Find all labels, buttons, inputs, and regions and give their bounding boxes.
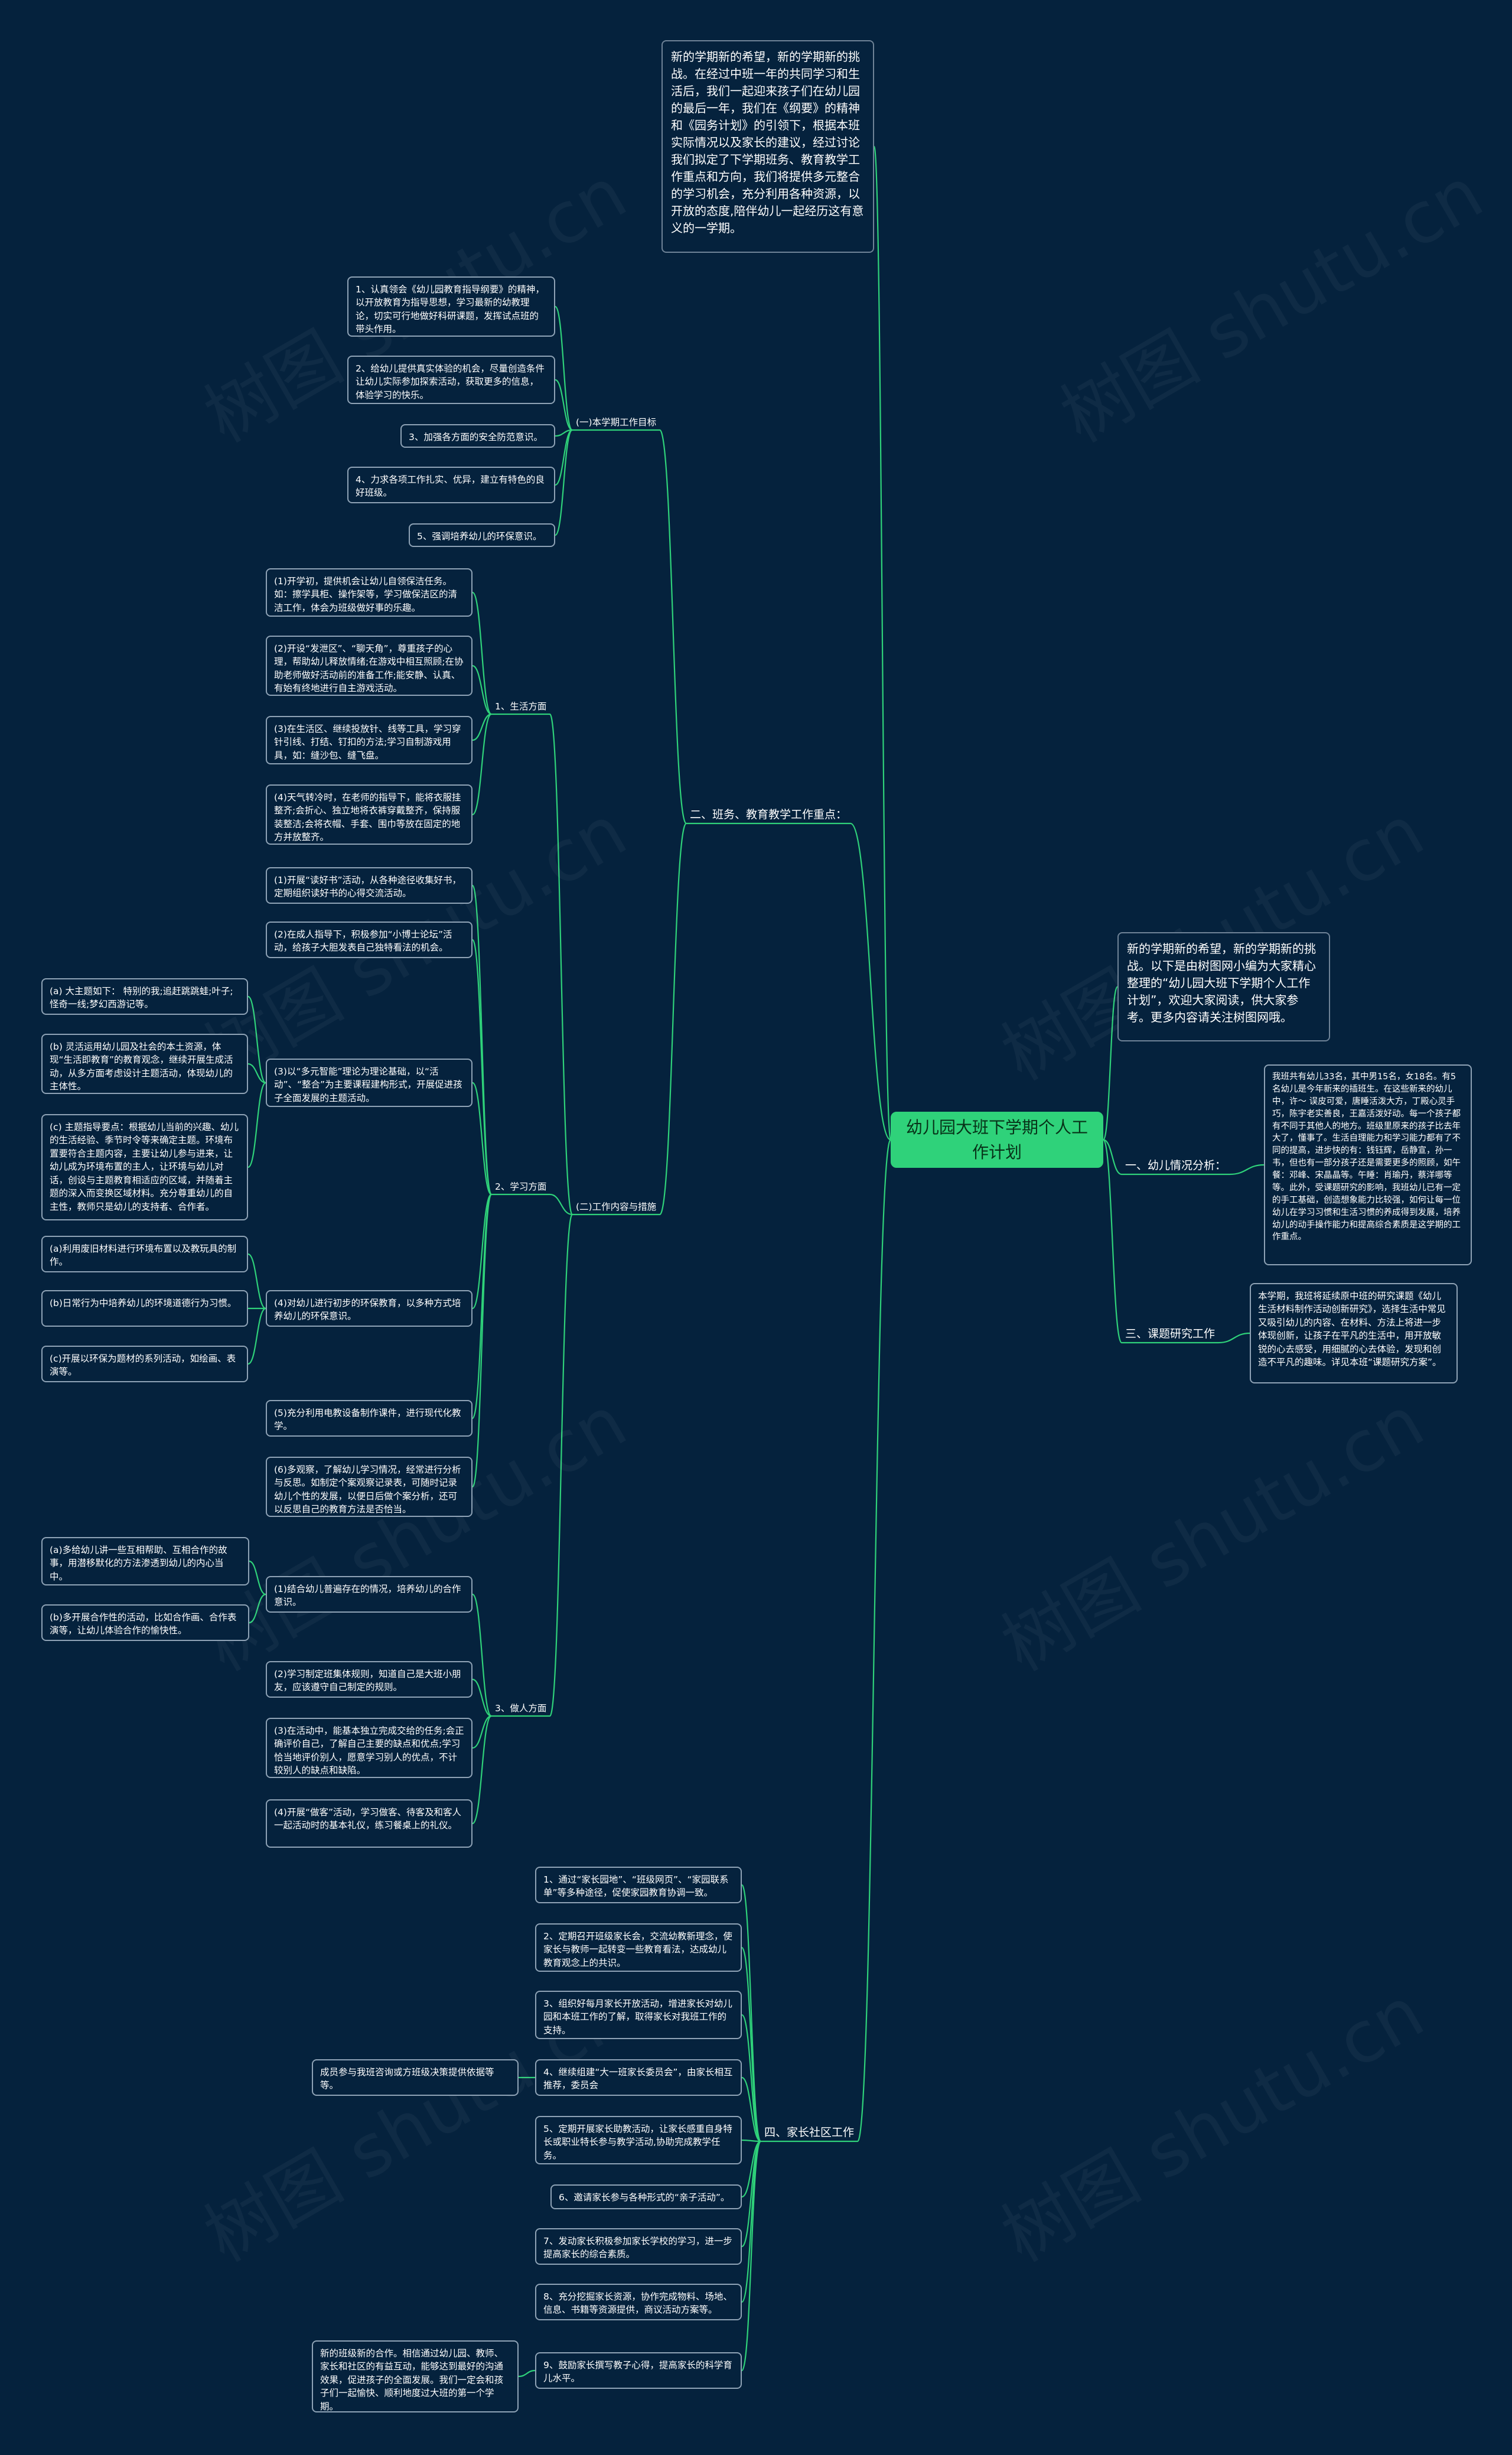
- study-env-detail[interactable]: (b)日常行为中培养幼儿的环境道德行为习惯。: [41, 1290, 248, 1327]
- study-theme-detail[interactable]: (b) 灵活运用幼儿园及社会的本土资源，体现“生活即教育”的教育观念，继续开展生…: [41, 1034, 248, 1094]
- intro-top-note[interactable]: 新的学期新的希望，新的学期新的挑战。在经过中班一年的共同学习和生活后，我们一起迎…: [662, 40, 874, 253]
- connector-line: [856, 1139, 892, 2143]
- section-3-note[interactable]: 本学期，我班将延续原中班的研究课题《幼儿生活材料制作活动创新研究》，选择生活中常…: [1250, 1283, 1458, 1383]
- study-item[interactable]: (6)多观察，了解幼儿学习情况，经常进行分析与反思。如制定个案观察记录表，可随时…: [266, 1457, 472, 1517]
- connector-line: [247, 1082, 266, 1168]
- connector-line: [249, 1560, 266, 1596]
- person-item[interactable]: (2)学习制定班集体规则，知道自己是大班小朋友，应该遵守自己制定的规则。: [266, 1661, 472, 1698]
- root-topic[interactable]: 幼儿园大班下学期个人工作计划: [891, 1112, 1103, 1168]
- study-label[interactable]: 2、学习方面: [495, 1181, 547, 1192]
- section-1-label[interactable]: 一、幼儿情况分析：: [1125, 1159, 1227, 1172]
- study-item[interactable]: (4)对幼儿进行初步的环保教育，以多种方式培养幼儿的环保意识。: [266, 1290, 472, 1327]
- connector-line: [850, 822, 891, 1141]
- connector-line: [555, 379, 573, 431]
- content-label[interactable]: (二)工作内容与措施: [576, 1202, 657, 1212]
- intro-right-note[interactable]: 新的学期新的希望，新的学期新的挑战。以下是由树图网小编为大家精心整理的“幼儿园大…: [1117, 932, 1330, 1041]
- connector-line: [741, 2139, 761, 2143]
- connector-line: [471, 1193, 493, 1310]
- connector-line: [472, 1678, 492, 1717]
- connector-line: [659, 822, 687, 1216]
- connector-line: [471, 1082, 493, 1196]
- life-item[interactable]: (2)开设“发泄区”、“聊天角”，尊重孩子的心理，帮助幼儿释放情绪;在游戏中相互…: [266, 636, 472, 696]
- study-env-detail[interactable]: (a)利用废旧材料进行环境布置以及教玩具的制作。: [41, 1236, 248, 1272]
- goal-item[interactable]: 2、给幼儿提供真实体验的机会，尽量创造条件让幼儿实际参加探索活动，获取更多的信息…: [347, 356, 555, 404]
- connector-line: [554, 305, 573, 431]
- family-item[interactable]: 1、通过“家长园地”、“班级网页”、“家园联系单”等多种途径，促使家园教育协调一…: [535, 1867, 742, 1903]
- connector-line: [472, 665, 492, 715]
- connector-line: [659, 429, 687, 825]
- section-3-label[interactable]: 三、课题研究工作: [1125, 1327, 1216, 1340]
- family-item[interactable]: 3、组织好每月家长开放活动，增进家长对幼儿园和本班工作的了解，取得家长对我班工作…: [535, 1991, 742, 2039]
- connector-line: [873, 145, 892, 1141]
- connector-line: [741, 2014, 762, 2143]
- section-4-label[interactable]: 四、家长社区工作: [764, 2126, 855, 2139]
- connector-line: [471, 884, 493, 1196]
- connector-line: [549, 1213, 573, 1717]
- connector-line: [471, 591, 493, 715]
- connector-line: [554, 429, 573, 536]
- connector-line: [549, 713, 573, 1216]
- connector-line: [247, 1253, 266, 1310]
- connector-line: [1103, 1139, 1122, 1176]
- life-item[interactable]: (3)在生活区、继续投放针、线等工具，学习穿针引线、打结、钉扣的方法;学习自制游…: [266, 716, 472, 764]
- connector-line: [249, 1593, 266, 1624]
- person-coop-detail[interactable]: (b)多开展合作性的活动，比如合作画、合作表演等，让幼儿体验合作的愉快性。: [41, 1604, 249, 1641]
- connector-line: [471, 1193, 493, 1488]
- connector-line: [741, 1884, 762, 2143]
- person-item[interactable]: (3)在活动中，能基本独立完成交给的任务;会正确评价自己，了解自己主要的缺点和优…: [266, 1718, 472, 1778]
- connector-line: [1102, 1139, 1123, 1344]
- connector-line: [549, 1193, 573, 1216]
- life-label[interactable]: 1、生活方面: [495, 701, 547, 712]
- section-1-note[interactable]: 我班共有幼儿33名，其中男15名，女18名。有5名幼儿是今年新来的插班生。在这些…: [1264, 1064, 1472, 1265]
- study-item[interactable]: (1)开展“读好书”活动，从各种途径收集好书，定期组织读好书的心得交流活动。: [266, 867, 472, 904]
- goal-item[interactable]: 3、加强各方面的安全防范意识。: [400, 424, 555, 448]
- goals-label[interactable]: (一)本学期工作目标: [576, 417, 657, 428]
- connector-line: [471, 1193, 493, 1419]
- section-2-label[interactable]: 二、班务、教育教学工作重点：: [690, 808, 848, 821]
- connector-line: [1229, 1164, 1265, 1176]
- study-theme-detail[interactable]: (c) 主题指导要点：根据幼儿当前的兴趣、幼儿的生活经验、季节时令等来确定主题。…: [41, 1114, 248, 1220]
- study-item[interactable]: (5)充分利用电教设备制作课件，进行现代化教学。: [266, 1400, 472, 1437]
- family-item-4-detail[interactable]: 成员参与我班咨询或方班级决策提供依据等等。: [312, 2059, 519, 2096]
- connector-line: [1218, 1332, 1250, 1344]
- connector-line: [741, 2140, 762, 2372]
- family-item[interactable]: 5、定期开展家长助教活动，让家长感重自身特长或职业特长参与教学活动,协助完成教学…: [535, 2116, 742, 2164]
- study-theme-detail[interactable]: (a) 大主题如下： 特别的我;追赶跳跳蛙;叶子;怪奇一线;梦幻西游记等。: [41, 978, 248, 1015]
- person-coop-detail[interactable]: (a)多给幼儿讲一些互相帮助、互相合作的故事，用潜移默化的方法渗透到幼儿的内心当…: [41, 1537, 249, 1585]
- connector-line: [741, 2076, 761, 2143]
- family-item[interactable]: 2、定期召开班级家长会，交流幼教新理念，使家长与教师一起转变一些教育看法，达成幼…: [535, 1923, 742, 1972]
- connector-line: [741, 1946, 762, 2143]
- goal-item[interactable]: 1、认真领会《幼儿园教育指导纲要》的精神，以开放教育为指导思想，学习最新的幼教理…: [347, 276, 555, 337]
- connector-line: [472, 713, 492, 741]
- study-env-detail[interactable]: (c)开展以环保为题材的系列活动，如绘画、表演等。: [41, 1346, 248, 1382]
- connector-line: [247, 1307, 266, 1365]
- person-item[interactable]: (1)结合幼儿普遍存在的情况，培养幼儿的合作意识。: [266, 1576, 472, 1613]
- connector-line: [471, 939, 493, 1196]
- connector-line: [247, 1063, 266, 1084]
- family-item[interactable]: 9、鼓励家长撰写教子心得，提高家长的科学育儿水平。: [535, 2352, 742, 2389]
- family-item[interactable]: 6、邀请家长参与各种形式的“亲子活动”。: [550, 2184, 742, 2209]
- connector-line: [472, 713, 492, 816]
- connector-line: [471, 1593, 493, 1717]
- connector-line: [471, 1715, 493, 1825]
- connector-line: [1102, 986, 1119, 1141]
- study-item[interactable]: (3)以“多元智能”理论为理论基础，以“活动”、“整合”为主要课程建构形式，开展…: [266, 1059, 472, 1107]
- person-item[interactable]: (4)开展“做客”活动，学习做客、待客及和客人一起活动时的基本礼仪，练习餐桌上的…: [266, 1799, 472, 1848]
- goal-item[interactable]: 4、力求各项工作扎实、优异，建立有特色的良好班级。: [347, 467, 555, 503]
- life-item[interactable]: (1)开学初，提供机会让幼儿自领保洁任务。如：擦学具柜、操作架等，学习做保洁区的…: [266, 568, 472, 617]
- study-item[interactable]: (2)在成人指导下，积极参加“小博士论坛”活动，给孩子大胆发表自己独特看法的机会…: [266, 922, 472, 958]
- family-item[interactable]: 8、充分挖掘家长资源，协作完成物料、场地、信息、书籍等资源提供，商议活动方案等。: [535, 2284, 742, 2320]
- family-item[interactable]: 4、继续组建“大一班家长委员会”，由家长相互推荐，委员会: [535, 2059, 742, 2096]
- goal-item[interactable]: 5、强调培养幼儿的环保意识。: [409, 523, 555, 547]
- family-item[interactable]: 7、发动家长积极参加家长学校的学习，进一步提高家长的综合素质。: [535, 2228, 742, 2265]
- person-label[interactable]: 3、做人方面: [495, 1703, 547, 1714]
- connector-line: [247, 995, 266, 1084]
- life-item[interactable]: (4)天气转冷时，在老师的指导下，能将衣服挂整齐;会折心、独立地将衣裤穿戴整齐，…: [266, 784, 472, 845]
- connector-line: [518, 2369, 536, 2378]
- family-item-9-detail[interactable]: 新的班级新的合作。相信通过幼儿园、教师、家长和社区的有益互动，能够达到最好的沟通…: [312, 2340, 519, 2412]
- connector-line: [472, 1715, 492, 1749]
